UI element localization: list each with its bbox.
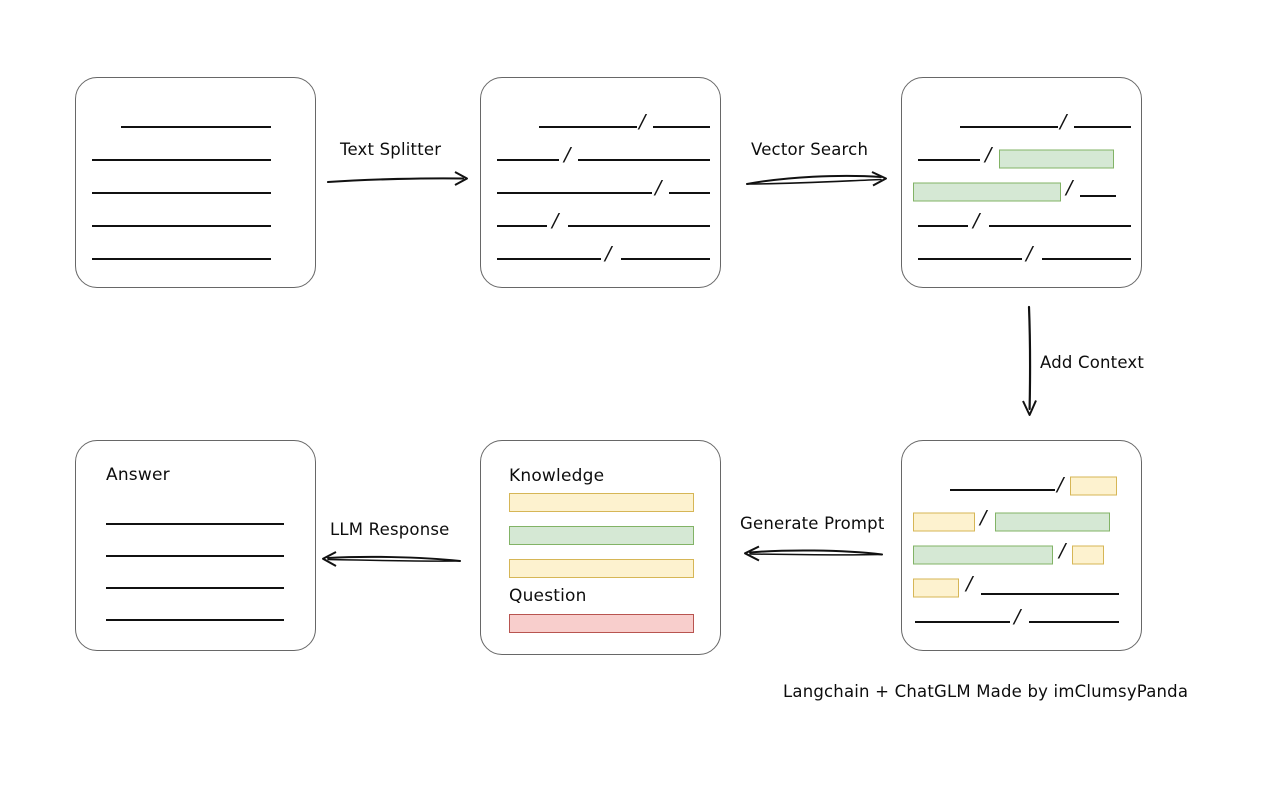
document-line: [497, 225, 547, 227]
split-slash: /: [655, 176, 662, 199]
edge-vector-search: Vector Search: [745, 140, 895, 190]
document-line: [989, 225, 1131, 227]
split-slash: /: [1059, 539, 1066, 562]
split-slash: /: [564, 143, 571, 166]
split-slash: /: [980, 506, 987, 529]
split-slash: /: [966, 572, 973, 595]
split-slash: /: [1060, 110, 1067, 133]
knowledge-chunk-bar: [509, 493, 694, 512]
arrow-left-icon: [322, 551, 461, 567]
question-heading: Question: [509, 586, 587, 606]
document-line: [92, 225, 271, 227]
edge-label-vector-search: Vector Search: [751, 140, 869, 159]
split-slash: /: [1057, 473, 1064, 496]
split-slash: /: [985, 143, 992, 166]
document-line: [653, 126, 710, 128]
answer-line: [106, 555, 284, 557]
split-slash: /: [973, 209, 980, 232]
knowledge-heading: Knowledge: [509, 466, 605, 486]
document-line: [621, 258, 710, 260]
retrieved-chunk-highlight: [913, 545, 1053, 565]
edge-add-context: Add Context: [1000, 305, 1180, 425]
document-line: [1029, 621, 1119, 623]
answer-line: [106, 523, 284, 525]
document-line: [918, 258, 1022, 260]
source-document-card[interactable]: [75, 77, 316, 288]
prompt-card[interactable]: Knowledge Question: [480, 440, 721, 655]
document-line: [981, 593, 1119, 595]
document-line: [92, 192, 271, 194]
document-line: [950, 489, 1055, 491]
arrow-left-icon: [744, 545, 883, 562]
arrow-right-icon: [326, 171, 468, 186]
edge-label-llm-response: LLM Response: [330, 520, 450, 539]
document-line: [568, 225, 710, 227]
document-line: [1080, 195, 1116, 197]
answer-card[interactable]: Answer: [75, 440, 316, 651]
knowledge-chunk-bar: [509, 526, 694, 545]
document-line: [497, 192, 652, 194]
split-document-card[interactable]: / / / / /: [480, 77, 721, 288]
context-document-card[interactable]: / / / / /: [901, 440, 1142, 651]
split-slash: /: [1026, 242, 1033, 265]
edge-label-add-context: Add Context: [1040, 353, 1145, 372]
document-line: [92, 159, 271, 161]
context-chunk-highlight: [913, 578, 959, 598]
knowledge-chunk-bar: [509, 559, 694, 578]
document-line: [497, 258, 601, 260]
split-slash: /: [605, 242, 612, 265]
document-line: [92, 258, 271, 260]
document-line: [669, 192, 710, 194]
document-line: [1074, 126, 1131, 128]
split-slash: /: [1066, 176, 1073, 199]
credit-text: Langchain + ChatGLM Made by imClumsyPand…: [783, 682, 1189, 701]
document-line: [918, 159, 980, 161]
document-line: [578, 159, 710, 161]
retrieved-chunk-highlight: [995, 512, 1110, 532]
document-line: [121, 126, 271, 128]
context-chunk-highlight: [913, 512, 975, 532]
document-line: [918, 225, 968, 227]
arrow-right-icon: [746, 171, 887, 187]
edge-generate-prompt: Generate Prompt: [736, 514, 896, 564]
split-slash: /: [639, 110, 646, 133]
document-line: [497, 159, 559, 161]
arrow-down-icon: [1022, 305, 1037, 416]
edge-label-text-splitter: Text Splitter: [340, 140, 442, 159]
answer-line: [106, 587, 284, 589]
retrieved-document-card[interactable]: / / / / /: [901, 77, 1142, 288]
edge-label-generate-prompt: Generate Prompt: [740, 514, 885, 533]
split-slash: /: [552, 209, 559, 232]
retrieved-chunk-highlight: [913, 182, 1061, 202]
split-slash: /: [1014, 605, 1021, 628]
retrieved-chunk-highlight: [999, 149, 1114, 169]
document-line: [915, 621, 1010, 623]
context-chunk-highlight: [1072, 545, 1104, 565]
answer-line: [106, 619, 284, 621]
document-line: [539, 126, 637, 128]
question-bar: [509, 614, 694, 633]
context-chunk-highlight: [1070, 476, 1117, 496]
edge-text-splitter: Text Splitter: [326, 140, 476, 190]
answer-heading: Answer: [106, 465, 170, 485]
edge-llm-response: LLM Response: [322, 520, 482, 570]
document-line: [960, 126, 1058, 128]
document-line: [1042, 258, 1131, 260]
